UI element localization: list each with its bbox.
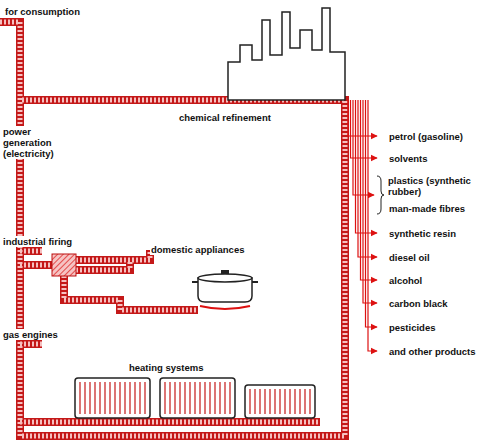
product-arrows (348, 100, 377, 351)
text-label: man-made fibres (388, 203, 466, 214)
pipe-outline (76, 250, 150, 260)
pipe-core (76, 250, 150, 260)
factory-skyline (228, 8, 345, 100)
pipe-outline (20, 340, 42, 348)
pipe-outline (20, 247, 42, 255)
pipe-outline (76, 262, 130, 270)
text-label: pesticides (388, 322, 436, 333)
radiator (245, 385, 315, 418)
product-arrow (351, 100, 378, 158)
gas-meter (52, 254, 76, 276)
text-label: power generation (electricity) (2, 126, 82, 159)
text-label: and other products (388, 346, 477, 357)
pipe-core (64, 276, 198, 310)
text-label: solvents (388, 153, 429, 164)
text-label: diesel oil (388, 252, 431, 263)
pipe-outline (64, 276, 198, 310)
pipe-core (20, 249, 42, 254)
radiators (75, 378, 315, 418)
text-label: domestic appliances (150, 244, 245, 255)
radiator (75, 378, 150, 418)
text-label: heating systems (128, 362, 204, 373)
text-label: for consumption (4, 6, 81, 17)
text-label: plastics (synthetic rubber) (387, 175, 497, 197)
text-label: synthetic resin (388, 228, 457, 239)
text-label: industrial firing (2, 236, 73, 247)
text-label: chemical refinement (178, 112, 272, 123)
pipe-core (20, 342, 42, 347)
text-label: petrol (gasoline) (388, 131, 464, 142)
cooking-pot (192, 270, 258, 309)
pipe-core (76, 262, 130, 270)
pipe-outline (20, 261, 52, 269)
radiator (160, 378, 235, 418)
bracket (377, 176, 384, 214)
product-arrow (356, 100, 378, 233)
text-label: carbon black (388, 298, 449, 309)
text-label: gas engines (2, 329, 59, 340)
pipe-outline (20, 418, 320, 426)
text-label: alcohol (388, 275, 423, 286)
pipe-core (20, 263, 52, 268)
product-arrow (368, 100, 377, 351)
pipe-core (20, 420, 320, 425)
product-arrow (366, 100, 378, 327)
